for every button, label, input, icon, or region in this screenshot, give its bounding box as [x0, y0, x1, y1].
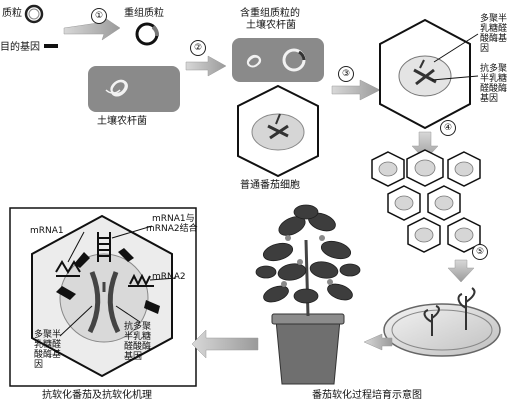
caption-mechanism: 抗软化番茄及抗软化机理: [42, 390, 152, 401]
tomato-plant: [255, 204, 361, 385]
agrobacterium-label: 土壤农杆菌: [97, 116, 147, 127]
pg-gene-inset-label-line3: 酸酶基: [34, 350, 62, 360]
anti-pg-gene-label-line3: 醛酸酶: [480, 84, 508, 94]
anti-pg-gene-label-line2: 半乳糖: [480, 74, 508, 84]
mechanism-inset: [9, 207, 197, 387]
pg-gene-inset-label-line4: 因: [34, 360, 44, 370]
caption-breeding: 番茄软化过程培育示意图: [312, 390, 422, 401]
pg-gene-label-line2: 乳糖醛: [480, 24, 508, 34]
transformed-tomato-cell: [379, 18, 479, 130]
anti-pg-inset-label-line1: 抗多聚: [124, 322, 152, 332]
agrobacterium-with-plasmid: [232, 38, 324, 82]
recombinant-plasmid-icon: [135, 22, 159, 46]
target-gene-legend-icon: [44, 44, 58, 48]
normal-tomato-cell: [237, 84, 319, 178]
mrna1-label: mRNA1: [30, 226, 64, 236]
step-number-1: ①: [91, 8, 107, 24]
plasmid-legend-icon: [24, 4, 44, 24]
agro-with-plasmid-label-line1: 含重组质粒的: [240, 8, 300, 19]
mrna2-label: mRNA2: [152, 272, 186, 282]
step-number-5: ⑤: [472, 244, 488, 260]
pg-gene-label-line1: 多聚半: [480, 14, 508, 24]
agrobacterium-cell: [88, 66, 180, 112]
anti-pg-inset-label-line2: 半乳糖: [124, 332, 152, 342]
arrow-step-5: [447, 259, 475, 283]
pg-gene-label-line3: 酸酶基: [480, 34, 508, 44]
mrna-combine-label-line1: mRNA1与: [152, 214, 195, 224]
arrow-step-2: [185, 55, 227, 77]
recombinant-plasmid-label: 重组质粒: [124, 8, 164, 19]
arrow-step-3: [331, 79, 381, 101]
anti-pg-gene-label-line4: 基因: [480, 94, 499, 104]
anti-pg-gene-label-line1: 抗多聚: [480, 64, 508, 74]
cell-cluster-nuclei: [378, 159, 474, 243]
step-number-2: ②: [190, 40, 206, 56]
step-number-3: ③: [338, 66, 354, 82]
culture-plate: [383, 287, 501, 357]
agro-with-plasmid-label-line2: 土壤农杆菌: [246, 20, 296, 31]
anti-pg-inset-label-line3: 醛酸酶: [124, 342, 152, 352]
mrna-combine-label-line2: mRNA2结合: [146, 224, 198, 234]
arrow-to-plant: [363, 333, 393, 351]
plasmid-label: 质粒: [2, 8, 22, 19]
pg-gene-inset-label-line1: 多聚半: [34, 330, 62, 340]
target-gene-label: 目的基因: [0, 42, 40, 53]
normal-tomato-cell-label: 普通番茄细胞: [240, 180, 300, 191]
step-number-4: ④: [440, 120, 456, 136]
anti-pg-inset-label-line4: 基因: [124, 352, 143, 362]
arrow-plant-to-inset: [191, 329, 259, 359]
pg-gene-label-line4: 因: [480, 44, 490, 54]
pg-gene-inset-label-line2: 乳糖醛: [34, 340, 62, 350]
